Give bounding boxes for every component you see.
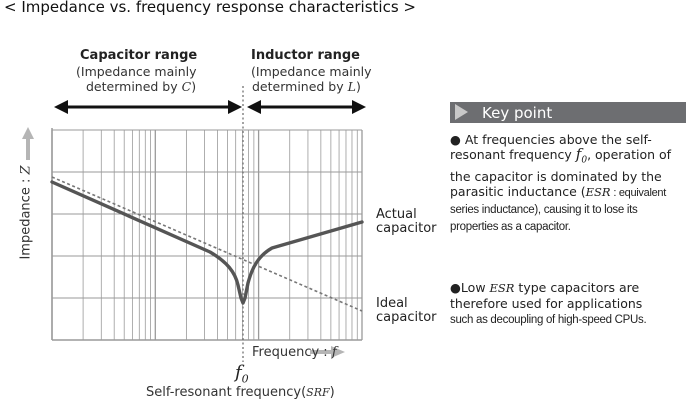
actual-capacitor-curve <box>50 180 364 305</box>
x-axis-arrow-icon <box>310 346 345 358</box>
inductor-range-line1: (Impedance mainly <box>251 64 372 79</box>
key-point-heading: Key point <box>482 104 553 122</box>
srf-symbol: f0 <box>235 362 249 386</box>
inductor-range-heading: Inductor range <box>251 48 361 63</box>
capacitor-range-arrowhead-left <box>54 100 68 114</box>
ideal-capacitor-curve <box>51 176 363 312</box>
capacitor-range-arrowhead-right <box>228 100 242 114</box>
inductor-range-arrowhead-right <box>352 100 366 114</box>
capacitor-range-line2: determined by C) <box>86 79 197 94</box>
capacitor-range-line1: (Impedance mainly <box>76 64 197 79</box>
inductor-range-arrowhead-left <box>247 100 261 114</box>
key-point-note-1: ● At frequencies above the self-resonant… <box>450 132 672 233</box>
y-axis-label: Impedance : Z <box>18 165 34 260</box>
chart-grid <box>51 128 363 341</box>
x-axis-label: Frequency : f <box>252 345 337 360</box>
key-point-banner <box>450 102 686 123</box>
capacitor-range-heading: Capacitor range <box>80 48 198 63</box>
inductor-range-line2: determined by L) <box>252 79 361 94</box>
srf-caption: Self-resonant frequency(SRF) <box>146 385 335 400</box>
key-point-arrow-icon <box>455 104 468 120</box>
diagram-title: < Impedance vs. frequency response chara… <box>4 0 416 16</box>
y-axis-arrow-icon <box>22 127 34 160</box>
key-point-note-2: ●Low ESR type capacitors are therefore u… <box>450 280 647 326</box>
